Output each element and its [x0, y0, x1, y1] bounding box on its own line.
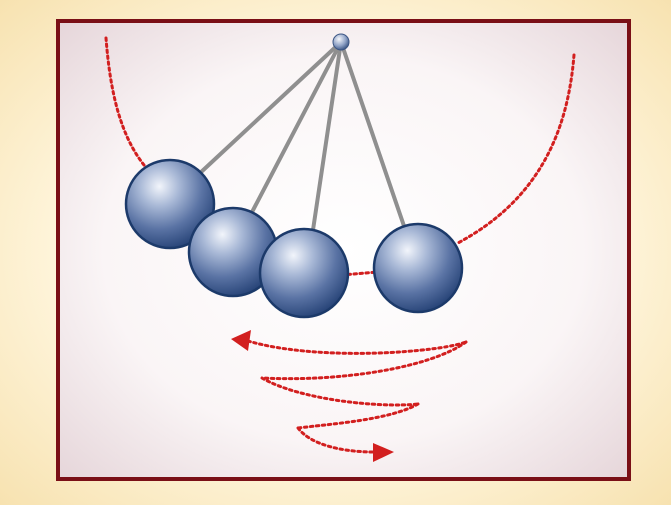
pendulum-bob-3 [258, 227, 350, 319]
spiral-segment-4 [296, 402, 420, 430]
pendulum-bob-1 [124, 158, 216, 250]
rod-1 [197, 40, 343, 176]
arrow-right-icon [373, 443, 394, 462]
spiral-segment-3 [260, 376, 420, 407]
spiral-segment-5 [296, 426, 376, 454]
pivot-icon [332, 33, 350, 51]
damping-spiral [246, 339, 468, 454]
rod-3 [311, 40, 343, 232]
swing-path-left [104, 36, 152, 174]
diagram-frame [56, 19, 631, 481]
spiral-segment-2 [260, 340, 468, 381]
spiral-segment-1 [246, 339, 468, 355]
rod-2 [249, 40, 343, 216]
pendulum-bob-4 [372, 222, 464, 314]
arrow-left-icon [231, 330, 251, 351]
rod-4 [339, 40, 406, 228]
swing-path-right [454, 53, 576, 246]
